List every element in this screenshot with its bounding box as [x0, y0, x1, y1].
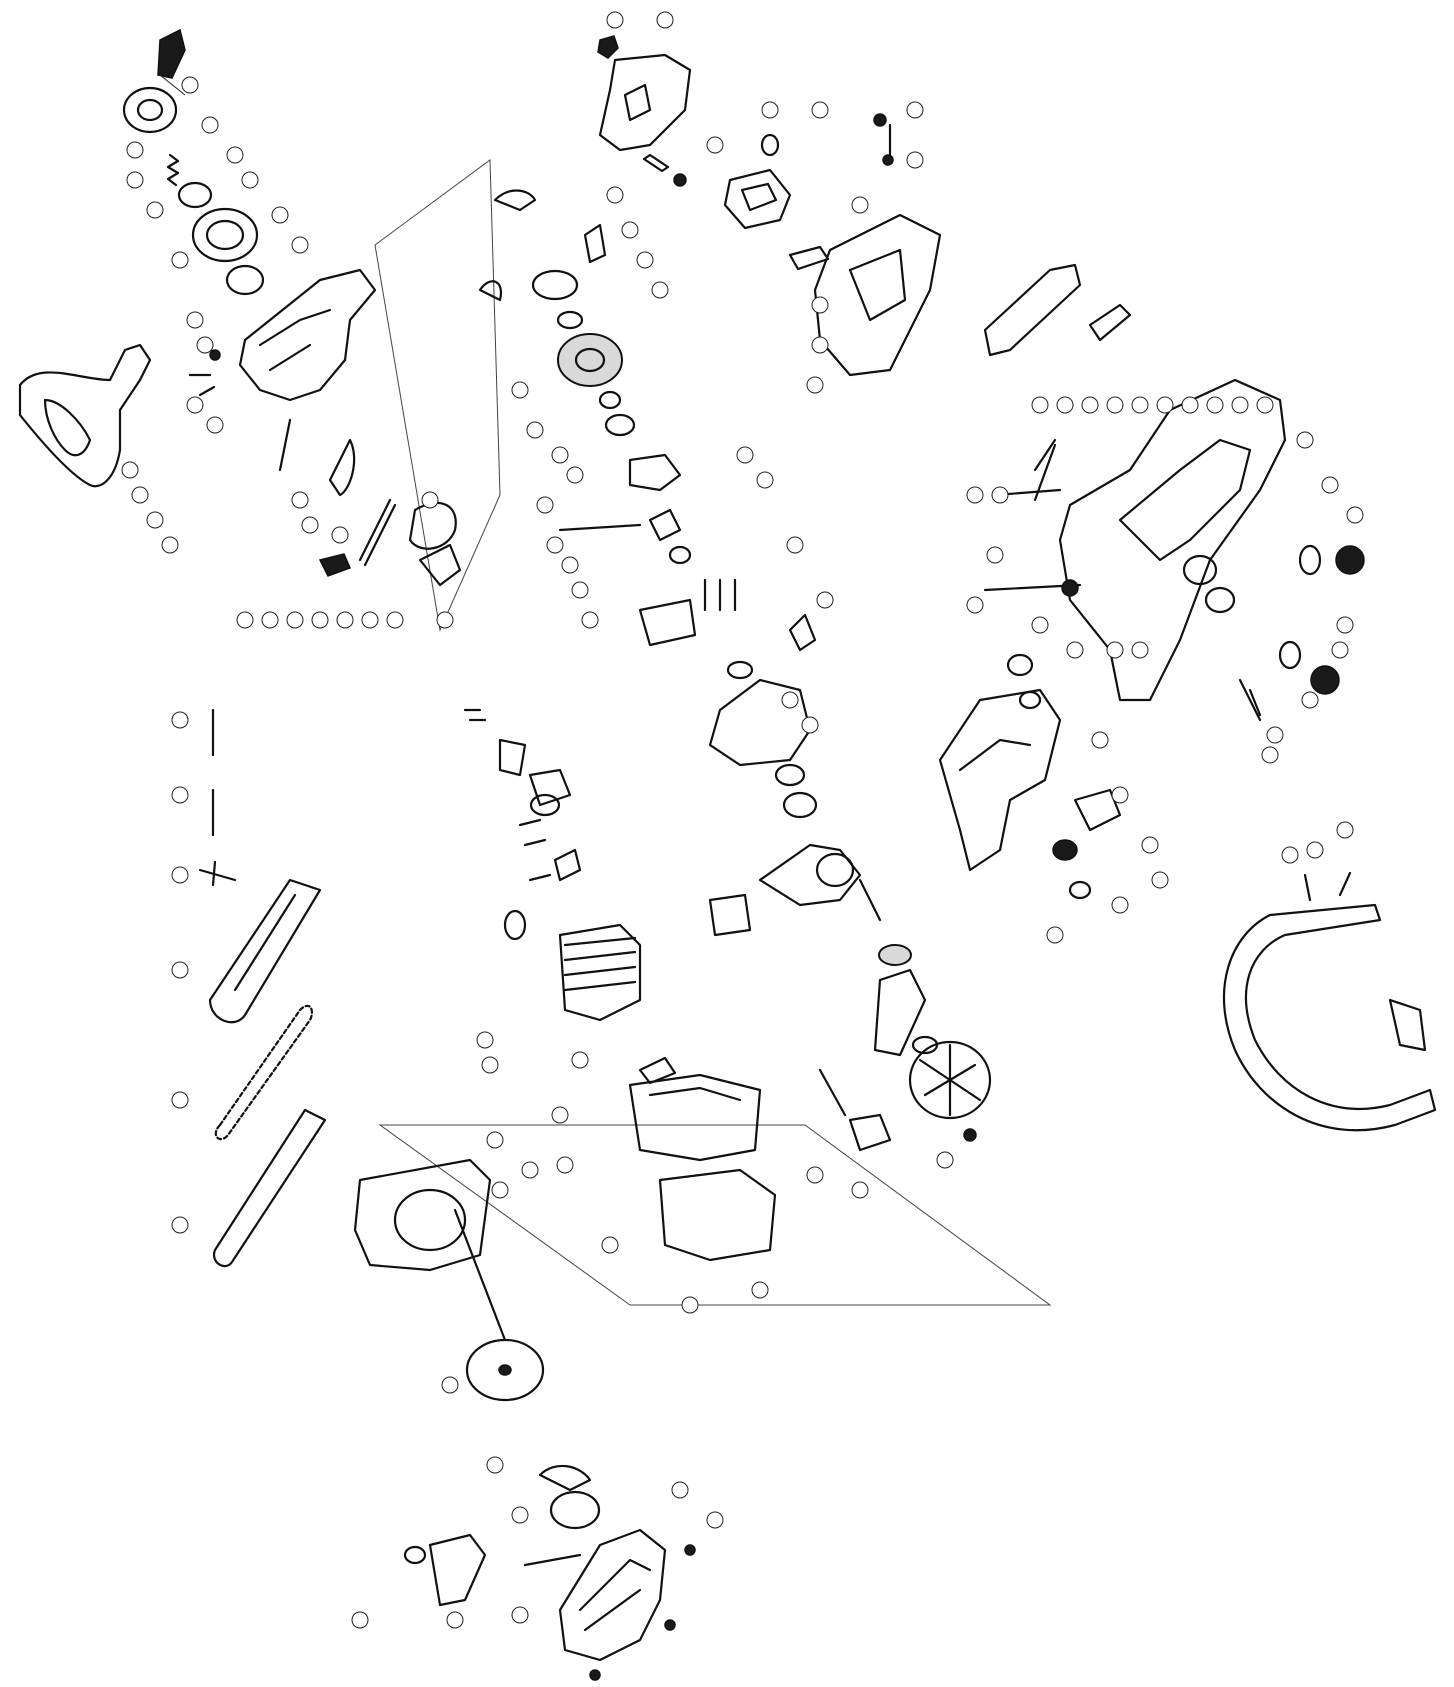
muffler-top: [628, 1073, 762, 1162]
crankcase-housing: [238, 268, 377, 402]
chain-brake-band: [408, 501, 457, 550]
clutch-sprocket-assembly: [122, 28, 462, 587]
fuel-tank-body: [1058, 378, 1287, 702]
oil-cap: [1310, 665, 1340, 695]
engine-assembly: [463, 189, 882, 1262]
starter-recoil-assembly: [353, 1158, 696, 1681]
starter-handle: [428, 1533, 487, 1607]
clutch-shoes: [493, 189, 537, 212]
washer: [177, 181, 213, 209]
t-wrench-tool: [198, 860, 237, 887]
clutch-drum-center: [557, 333, 623, 387]
air-filter: [723, 168, 792, 230]
chain-catcher: [157, 28, 186, 79]
rear-cover: [558, 1528, 667, 1662]
cover-knob: [597, 35, 619, 59]
flywheel-ignition: [818, 944, 992, 1152]
chain-tensioner-plate: [638, 598, 697, 647]
top-cover: [598, 53, 692, 152]
front-hand-guard: [18, 343, 152, 488]
clutch-drum: [191, 207, 259, 263]
piston: [708, 893, 752, 937]
side-handle-assembly: [938, 653, 1122, 900]
muffler-bottom: [658, 1168, 777, 1262]
flywheel: [908, 1040, 992, 1120]
engine-case-half: [708, 678, 812, 767]
handle-bar-tube: [1222, 903, 1437, 1132]
sprocket-cover: [122, 86, 178, 134]
recoil-spring-cover: [538, 1464, 592, 1492]
throttle-housing: [938, 688, 1062, 872]
guide-bar: [212, 1108, 327, 1268]
oil-pump: [628, 453, 682, 492]
spring: [166, 153, 180, 187]
throttle-trigger: [1073, 788, 1122, 832]
callout-left-column: [121, 74, 454, 1234]
guide-bar-chain: [198, 708, 327, 1268]
callout-right: [966, 396, 1364, 944]
cylinder: [558, 923, 642, 1022]
front-handle-bar: [1222, 871, 1437, 1132]
brake-lever: [418, 543, 462, 587]
bearing: [225, 264, 265, 296]
callout-top-center: [511, 11, 924, 734]
starter-group-frame: [378, 1124, 1052, 1306]
clutch-group-frame: [374, 159, 501, 632]
ignition-module: [873, 968, 927, 1057]
saw-chain: [214, 1004, 314, 1141]
rear-handle-fuel-tank: [983, 263, 1365, 722]
carburetor: [528, 768, 572, 807]
spark-plug: [503, 909, 527, 941]
ignition-coil: [848, 1113, 892, 1152]
callouts: [121, 11, 1364, 1629]
clutch-spring-ring: [531, 269, 579, 301]
fan-housing: [353, 1158, 492, 1272]
fuel-cap: [1335, 545, 1365, 575]
crankshaft: [758, 843, 862, 907]
bar-cover: [208, 878, 322, 1024]
air-filter-cover-assembly: [597, 35, 942, 377]
callout-bottom: [351, 1031, 954, 1629]
handle-grip: [983, 263, 1082, 357]
filter-housing: [813, 213, 942, 377]
